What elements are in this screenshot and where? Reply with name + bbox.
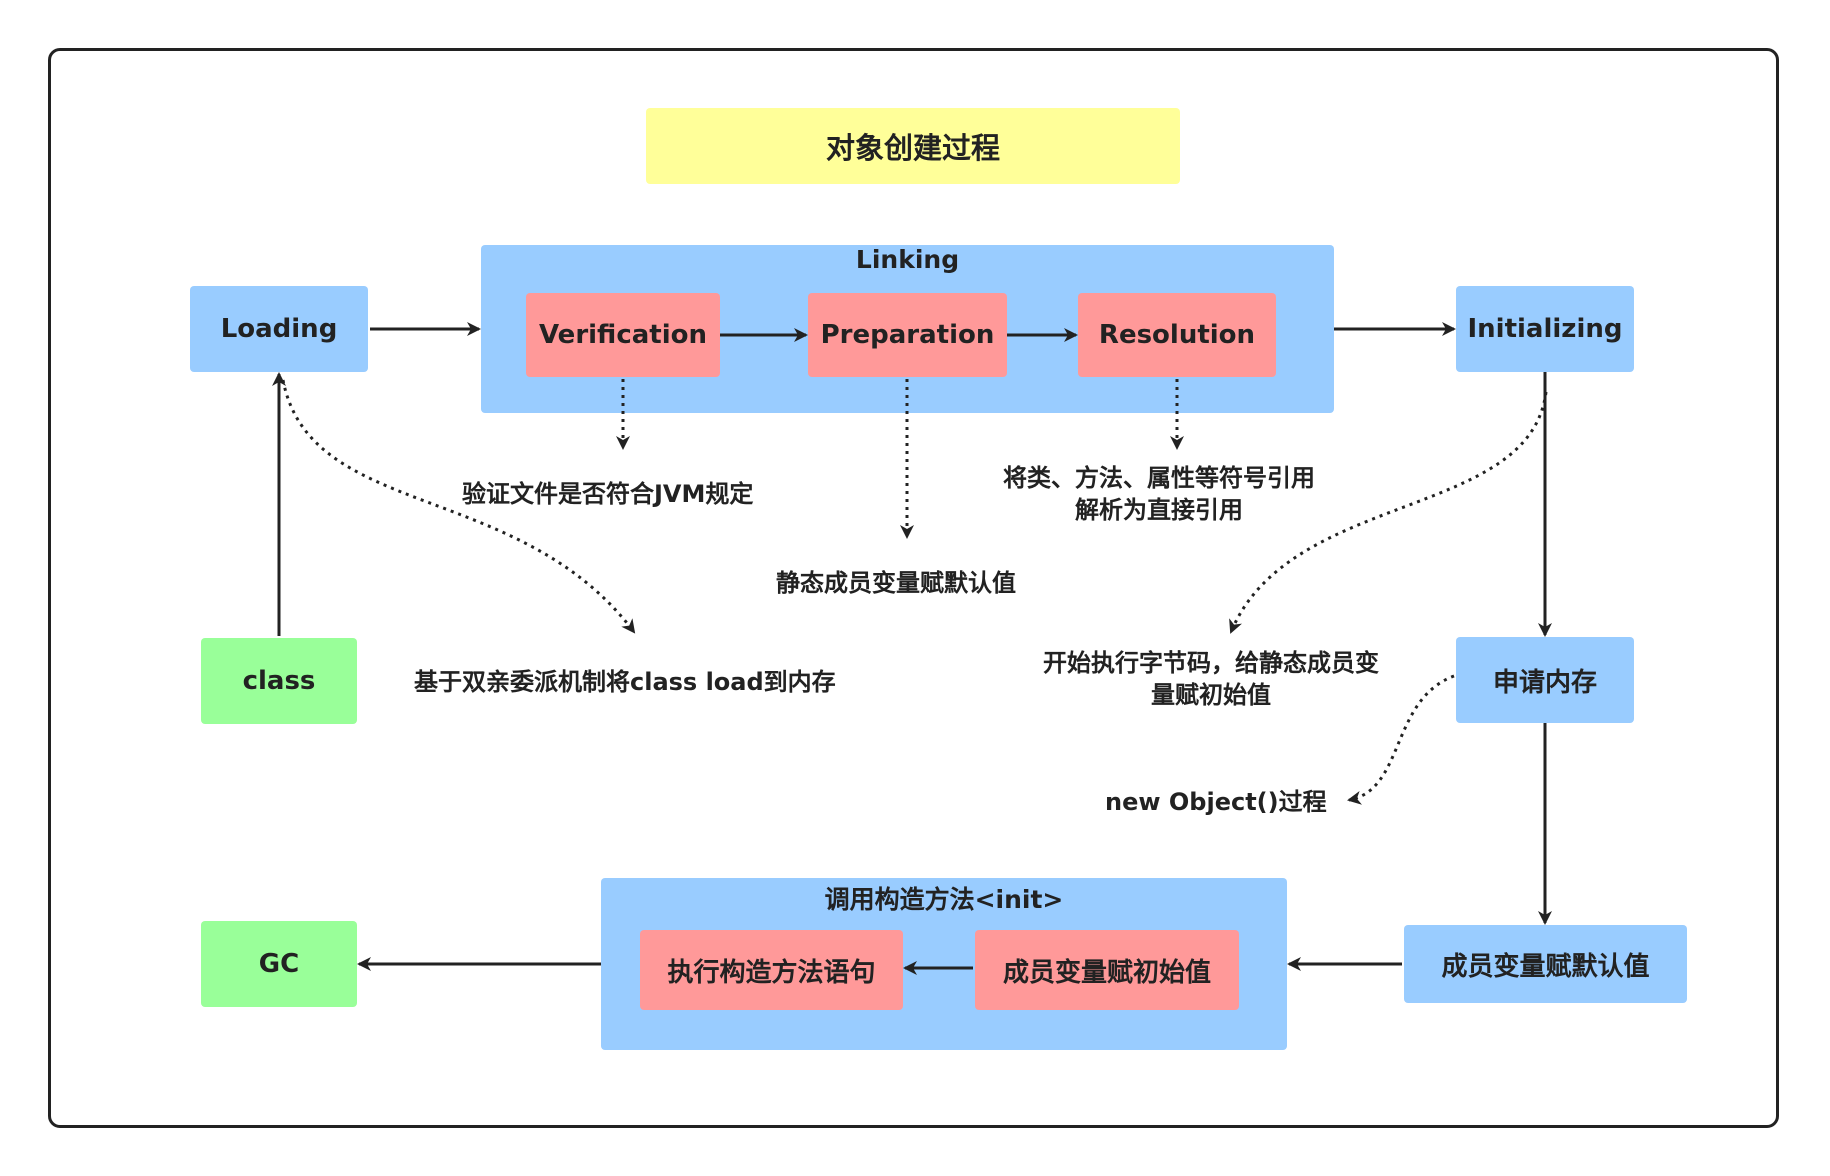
new-object-note: new Object()过程	[1105, 788, 1327, 816]
init-group-title: 调用构造方法<init>	[824, 885, 1064, 914]
preparation-box: Preparation	[808, 293, 1007, 377]
diagram-frame	[48, 48, 1779, 1128]
resolution-note-line1: 将类、方法、属性等符号引用	[1003, 464, 1315, 492]
dotted-loading	[281, 379, 636, 634]
loading-box: Loading	[190, 286, 368, 372]
diagram-title: 对象创建过程	[646, 108, 1180, 184]
initializing-note-line1: 开始执行字节码，给静态成员变	[1043, 649, 1379, 677]
linking-title: Linking	[855, 245, 960, 274]
resolution-note-line2: 解析为直接引用	[1075, 496, 1243, 525]
resolution-note: 将类、方法、属性等符号引用 解析为直接引用	[1003, 462, 1315, 527]
initializing-box: Initializing	[1456, 286, 1634, 372]
member-init-box: 成员变量赋初始值	[975, 930, 1239, 1010]
member-default-box: 成员变量赋默认值	[1404, 925, 1687, 1003]
preparation-note: 静态成员变量赋默认值	[776, 569, 1016, 597]
class-box: class	[201, 638, 357, 724]
resolution-box: Resolution	[1078, 293, 1276, 377]
initializing-note-line2: 量赋初始值	[1151, 681, 1271, 710]
exec-constructor-box: 执行构造方法语句	[640, 930, 903, 1010]
dotted-initializing	[1229, 391, 1548, 634]
dotted-new-object	[1347, 674, 1455, 805]
loading-note: 基于双亲委派机制将class load到内存	[414, 668, 836, 696]
gc-box: GC	[201, 921, 357, 1007]
alloc-memory-box: 申请内存	[1456, 637, 1634, 723]
verification-box: Verification	[526, 293, 720, 377]
initializing-note: 开始执行字节码，给静态成员变 量赋初始值	[1043, 647, 1379, 712]
verification-note: 验证文件是否符合JVM规定	[462, 480, 754, 508]
